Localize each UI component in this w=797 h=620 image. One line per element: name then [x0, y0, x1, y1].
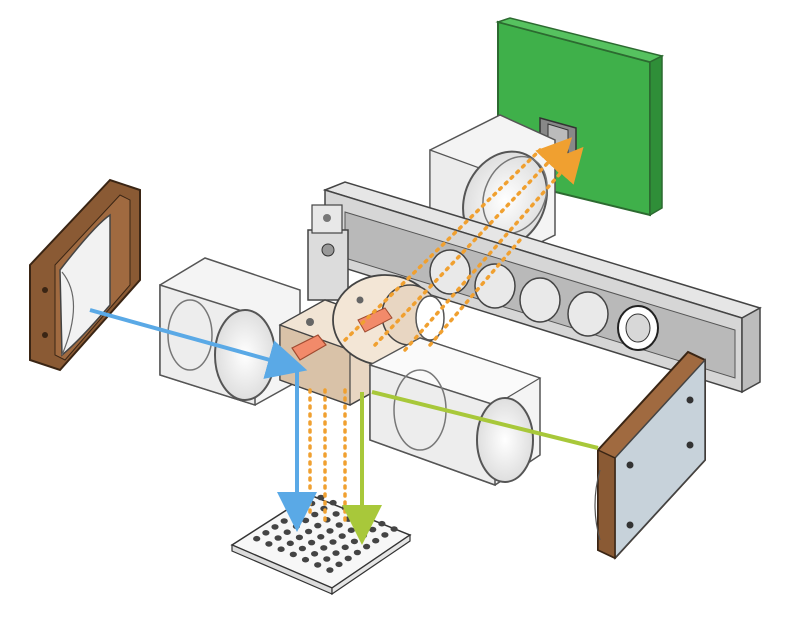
microplate-well [289, 551, 297, 558]
microplate-well [338, 533, 346, 539]
left-lens-housing [159, 257, 301, 407]
microplate-well [369, 526, 377, 533]
rail-bracket [307, 204, 349, 301]
microplate-well [295, 534, 303, 541]
green-excitation-beam [342, 390, 599, 545]
microplate-well [332, 511, 340, 517]
microplate-well [378, 520, 386, 527]
emission-path-up-1 [343, 148, 542, 342]
microplate-well [305, 528, 313, 535]
emission-path-up-4 [428, 238, 522, 347]
green-beam-horizontal [371, 390, 599, 450]
microplate [230, 494, 412, 596]
microplate-well [311, 551, 319, 557]
microplate-well [341, 544, 349, 551]
microplate-well [320, 545, 328, 551]
microplate-well [292, 523, 300, 530]
microplate-well [329, 539, 337, 545]
microplate-well [271, 524, 279, 530]
microplate-well [381, 532, 389, 538]
microplate-well [289, 512, 297, 518]
microplate-well [323, 556, 331, 562]
microplate-well [317, 534, 325, 540]
microplate-well [347, 527, 355, 533]
microplate-well [363, 543, 371, 550]
microplate-well [359, 532, 368, 539]
microplate-well [277, 546, 285, 552]
microplate-well [317, 494, 325, 501]
microplate-well [311, 511, 319, 518]
microplate-well [326, 567, 334, 573]
emission-path-up-2 [373, 137, 573, 347]
microplate-well [283, 529, 291, 535]
emission-path-up-3 [403, 146, 584, 352]
blue-excitation-beam [89, 308, 317, 532]
blue-beam-horizontal [89, 308, 308, 379]
microplate-well [299, 506, 307, 513]
filter-holes [429, 249, 659, 351]
microplate-well [298, 545, 306, 552]
microplate-well [335, 522, 343, 528]
microplate-well [335, 561, 343, 568]
microplate-well [329, 499, 337, 506]
microplate-well [308, 539, 316, 546]
microplate-well [302, 517, 310, 524]
microplate-well [314, 522, 322, 529]
microplate-well [353, 549, 361, 556]
microplate-well [301, 556, 310, 563]
microplate-well [314, 562, 322, 568]
microplate-well [350, 538, 358, 545]
microplate-well [286, 540, 294, 547]
microplate-well [332, 550, 340, 556]
microplate-well [372, 537, 380, 544]
filter-slider-rail [307, 181, 762, 394]
microplate-well [280, 518, 288, 524]
microplate-well [326, 528, 334, 534]
right-light-source [594, 350, 706, 560]
microplate-well [366, 515, 374, 522]
left-light-source [29, 178, 141, 372]
microplate-well [390, 526, 398, 532]
microplate-well [265, 541, 273, 547]
microplate-well [253, 535, 261, 542]
microplate-well [274, 535, 282, 541]
microplate-well [262, 530, 270, 536]
microplate-well [344, 555, 352, 562]
